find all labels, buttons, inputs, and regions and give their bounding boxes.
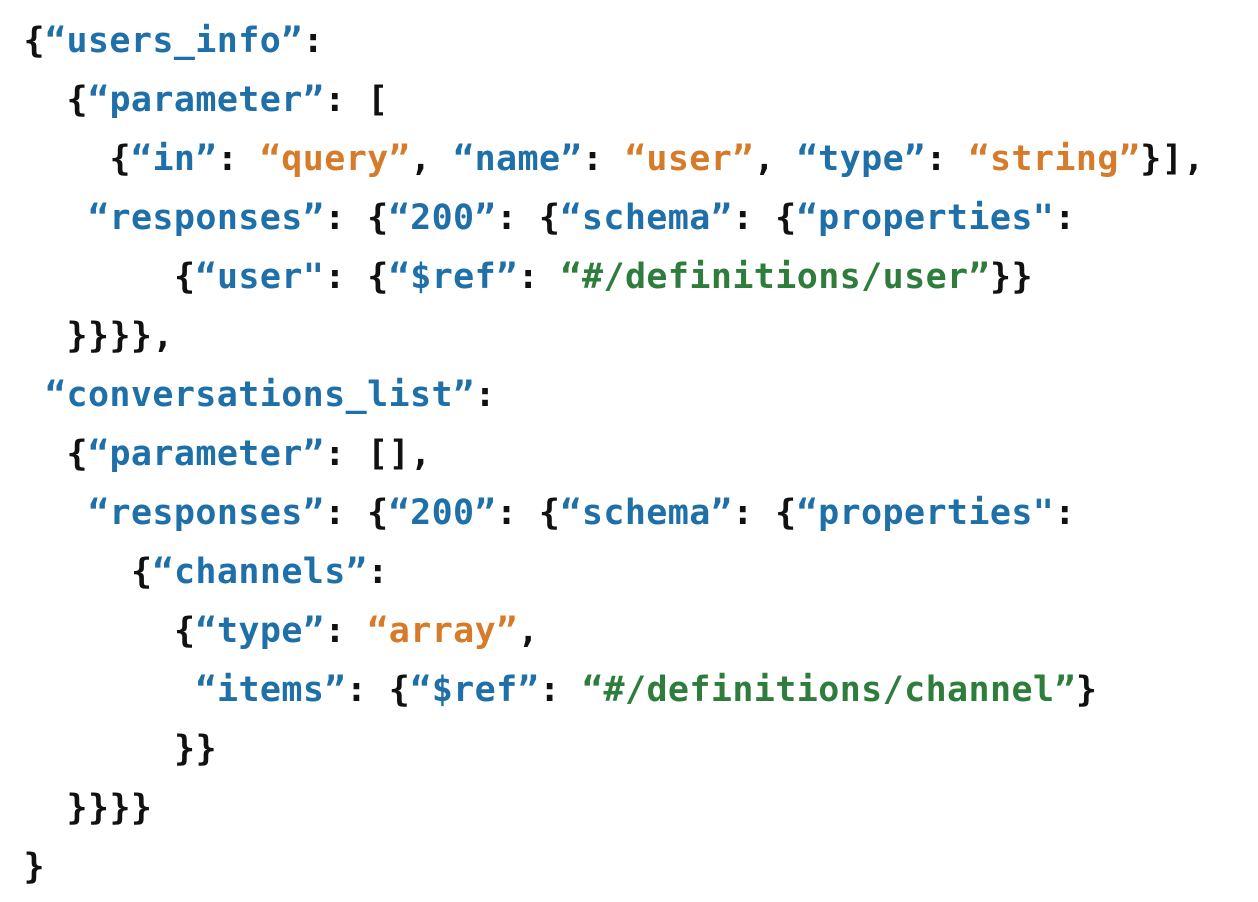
code-line: }}}} <box>67 779 153 838</box>
code-line: {“parameter”: [], <box>67 425 432 484</box>
code-token-key: “parameter” <box>87 80 325 120</box>
code-token-punct: : { <box>324 493 389 533</box>
code-token-ref: “#/definitions/channel” <box>582 670 1076 710</box>
code-token-key: “items” <box>195 670 346 710</box>
code-token-ref: “#/definitions/user” <box>560 257 990 297</box>
code-token-key: “properties" <box>796 198 1055 238</box>
code-line: {“in”: “query”, “name”: “user”, “type”: … <box>110 130 1205 189</box>
code-token-value: “query” <box>259 139 411 179</box>
code-token-punct: : <box>216 139 260 179</box>
code-token-punct: { <box>109 139 131 179</box>
code-token-punct: : <box>474 375 496 415</box>
code-token-punct: : <box>539 670 583 710</box>
code-token-punct: : { <box>495 198 561 238</box>
code-token-punct: { <box>174 611 196 651</box>
code-token-punct: : <box>324 611 368 651</box>
code-token-punct: }], <box>1140 139 1205 179</box>
code-line: “responses”: {“200”: {“schema”: {“proper… <box>88 484 1076 543</box>
code-token-key: “200” <box>388 198 496 238</box>
code-token-punct: : { <box>324 198 389 238</box>
code-token-punct: : <box>1054 493 1076 533</box>
code-line: “responses”: {“200”: {“schema”: {“proper… <box>88 189 1076 248</box>
code-token-value: “array” <box>367 611 518 651</box>
code-token-punct: : { <box>732 493 797 533</box>
code-line: {“users_info”: <box>24 12 325 71</box>
code-token-punct: : { <box>324 257 389 297</box>
code-line: } <box>24 838 45 897</box>
code-token-punct: : <box>302 21 325 61</box>
code-token-punct: { <box>131 552 153 592</box>
code-line: {“user": {“$ref”: “#/definitions/user”}} <box>174 248 1033 307</box>
code-token-key: “type” <box>796 139 926 179</box>
code-token-key: “properties" <box>796 493 1055 533</box>
code-token-punct: : <box>517 257 561 297</box>
code-line: }} <box>174 720 217 779</box>
code-line: {“type”: “array”, <box>174 602 539 661</box>
code-token-key: “responses” <box>88 493 325 533</box>
code-token-value: “string” <box>968 139 1141 179</box>
code-token-key: “schema” <box>560 493 733 533</box>
code-token-key: “200” <box>388 493 496 533</box>
code-token-punct: }}}} <box>66 788 153 828</box>
code-token-key: “$ref” <box>410 670 540 710</box>
code-token-punct: , <box>517 611 540 651</box>
code-line: “conversations_list”: <box>45 366 496 425</box>
code-token-key: “conversations_list” <box>45 375 475 415</box>
code-token-punct: : { <box>495 493 561 533</box>
code-line: }}}}, <box>67 307 174 366</box>
code-token-punct: { <box>23 21 45 61</box>
code-token-key: “$ref” <box>388 257 518 297</box>
code-token-key: “responses” <box>88 198 325 238</box>
code-token-punct: : <box>1054 198 1076 238</box>
code-line: {“parameter”: [ <box>67 71 389 130</box>
code-token-punct: : { <box>345 670 411 710</box>
code-token-punct: , <box>753 139 797 179</box>
code-token-punct: , <box>410 139 454 179</box>
code-token-punct: { <box>66 434 88 474</box>
code-token-key: “name” <box>453 139 582 179</box>
code-line: {“channels”: <box>131 543 389 602</box>
code-token-key: “users_info” <box>44 21 303 61</box>
code-token-key: “type” <box>195 611 325 651</box>
code-token-punct: : <box>367 552 389 592</box>
code-token-value: “user” <box>624 139 754 179</box>
code-token-key: “schema” <box>560 198 733 238</box>
code-token-punct: }} <box>989 257 1033 297</box>
code-token-punct: : { <box>732 198 797 238</box>
code-line: “items”: {“$ref”: “#/definitions/channel… <box>196 661 1098 720</box>
code-token-key: “parameter” <box>87 434 325 474</box>
code-token-punct: { <box>174 257 196 297</box>
code-token-punct: }}}}, <box>66 316 174 356</box>
code-token-punct: } <box>1075 670 1098 710</box>
code-token-punct: : <box>581 139 625 179</box>
code-token-punct: }} <box>174 729 217 769</box>
code-token-key: “channels” <box>152 552 368 592</box>
code-token-punct: } <box>23 847 45 887</box>
code-token-punct: { <box>66 80 88 120</box>
code-token-key: “in” <box>130 139 217 179</box>
code-token-punct: : [], <box>324 434 432 474</box>
code-token-punct: : <box>925 139 969 179</box>
code-token-key: “user" <box>195 257 325 297</box>
code-token-punct: : [ <box>324 80 389 120</box>
